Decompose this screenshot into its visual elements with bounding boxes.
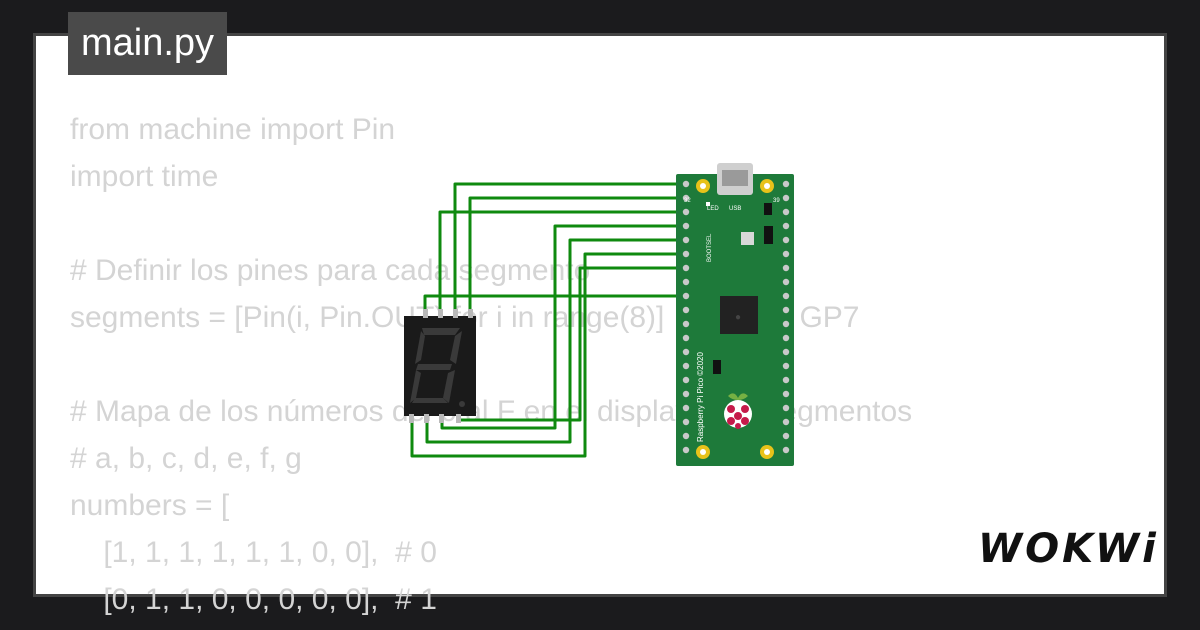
- header-pin: [682, 348, 690, 356]
- wires: [410, 182, 686, 458]
- code-line: from machine import Pin: [70, 113, 396, 146]
- header-pin: [782, 180, 790, 188]
- header-pin: [782, 194, 790, 202]
- header-pin: [782, 418, 790, 426]
- header-pin: [782, 278, 790, 286]
- pin-label-right: 39: [773, 198, 780, 204]
- header-pin: [782, 348, 790, 356]
- wire-4: [440, 224, 686, 430]
- header-pin: [782, 432, 790, 440]
- wire-2: [468, 196, 686, 312]
- wire-5: [425, 238, 686, 444]
- rp2040-chip: [720, 296, 758, 334]
- raspberry-logo-icon: [724, 393, 752, 429]
- header-pin: [782, 334, 790, 342]
- header-pin: [682, 250, 690, 258]
- header-pin: [682, 334, 690, 342]
- header-pin: [682, 194, 690, 202]
- header-pin: [782, 320, 790, 328]
- header-pin: [782, 362, 790, 370]
- code-line: import time: [70, 160, 219, 193]
- header-pin: [782, 404, 790, 412]
- wire-7: [456, 266, 686, 422]
- file-tab[interactable]: main.py: [68, 12, 228, 75]
- code-line: numbers = [: [70, 489, 230, 522]
- header-pin: [782, 250, 790, 258]
- wokwi-logo: WOKWi: [978, 526, 1159, 572]
- header-pin: [682, 390, 690, 398]
- header-pin: [782, 236, 790, 244]
- board-silkscreen: Raspberry Pi Pico ©2020: [696, 352, 705, 442]
- svg-text:●: ●: [735, 312, 741, 323]
- display-segments: [410, 328, 465, 407]
- pin-label-left: 32: [684, 198, 691, 204]
- code-line: # a, b, c, d, e, f, g: [70, 442, 302, 475]
- code-line: [0, 1, 1, 0, 0, 0, 0, 0], # 1: [70, 583, 437, 616]
- header-pin: [782, 222, 790, 230]
- pico-left-pins: [682, 180, 690, 454]
- header-pin: [782, 390, 790, 398]
- raspberry-pi-pico-board: LED USB 32 39 BOOTSEL ● Raspberry Pi Pic…: [676, 163, 794, 466]
- wire-8: [423, 294, 686, 312]
- wire-1: [453, 182, 686, 312]
- header-pin: [682, 320, 690, 328]
- led-label: LED: [707, 206, 719, 212]
- header-pin: [782, 208, 790, 216]
- header-pin: [682, 362, 690, 370]
- header-pin: [682, 236, 690, 244]
- seven-segment-display: [404, 309, 476, 423]
- header-pin: [682, 278, 690, 286]
- header-pin: [782, 446, 790, 454]
- header-pin: [682, 264, 690, 272]
- header-pin: [682, 418, 690, 426]
- header-pin: [682, 376, 690, 384]
- header-pin: [782, 306, 790, 314]
- header-pin: [682, 306, 690, 314]
- header-pin: [782, 376, 790, 384]
- header-pin: [682, 404, 690, 412]
- header-pin: [782, 292, 790, 300]
- header-pin: [682, 208, 690, 216]
- bootsel-button[interactable]: [741, 232, 754, 245]
- pico-right-pins: [782, 180, 790, 454]
- header-pin: [782, 264, 790, 272]
- header-pin: [682, 432, 690, 440]
- wire-3: [438, 210, 686, 312]
- code-line: [1, 1, 1, 1, 1, 1, 0, 0], # 0: [70, 536, 437, 569]
- display-pins-top: [423, 309, 473, 318]
- header-pin: [682, 180, 690, 188]
- display-pins-bottom: [409, 414, 461, 423]
- usb-label: USB: [729, 206, 741, 212]
- wire-6: [410, 252, 686, 458]
- bootsel-label: BOOTSEL: [707, 233, 713, 262]
- header-pin: [682, 446, 690, 454]
- header-pin: [682, 292, 690, 300]
- header-pin: [682, 222, 690, 230]
